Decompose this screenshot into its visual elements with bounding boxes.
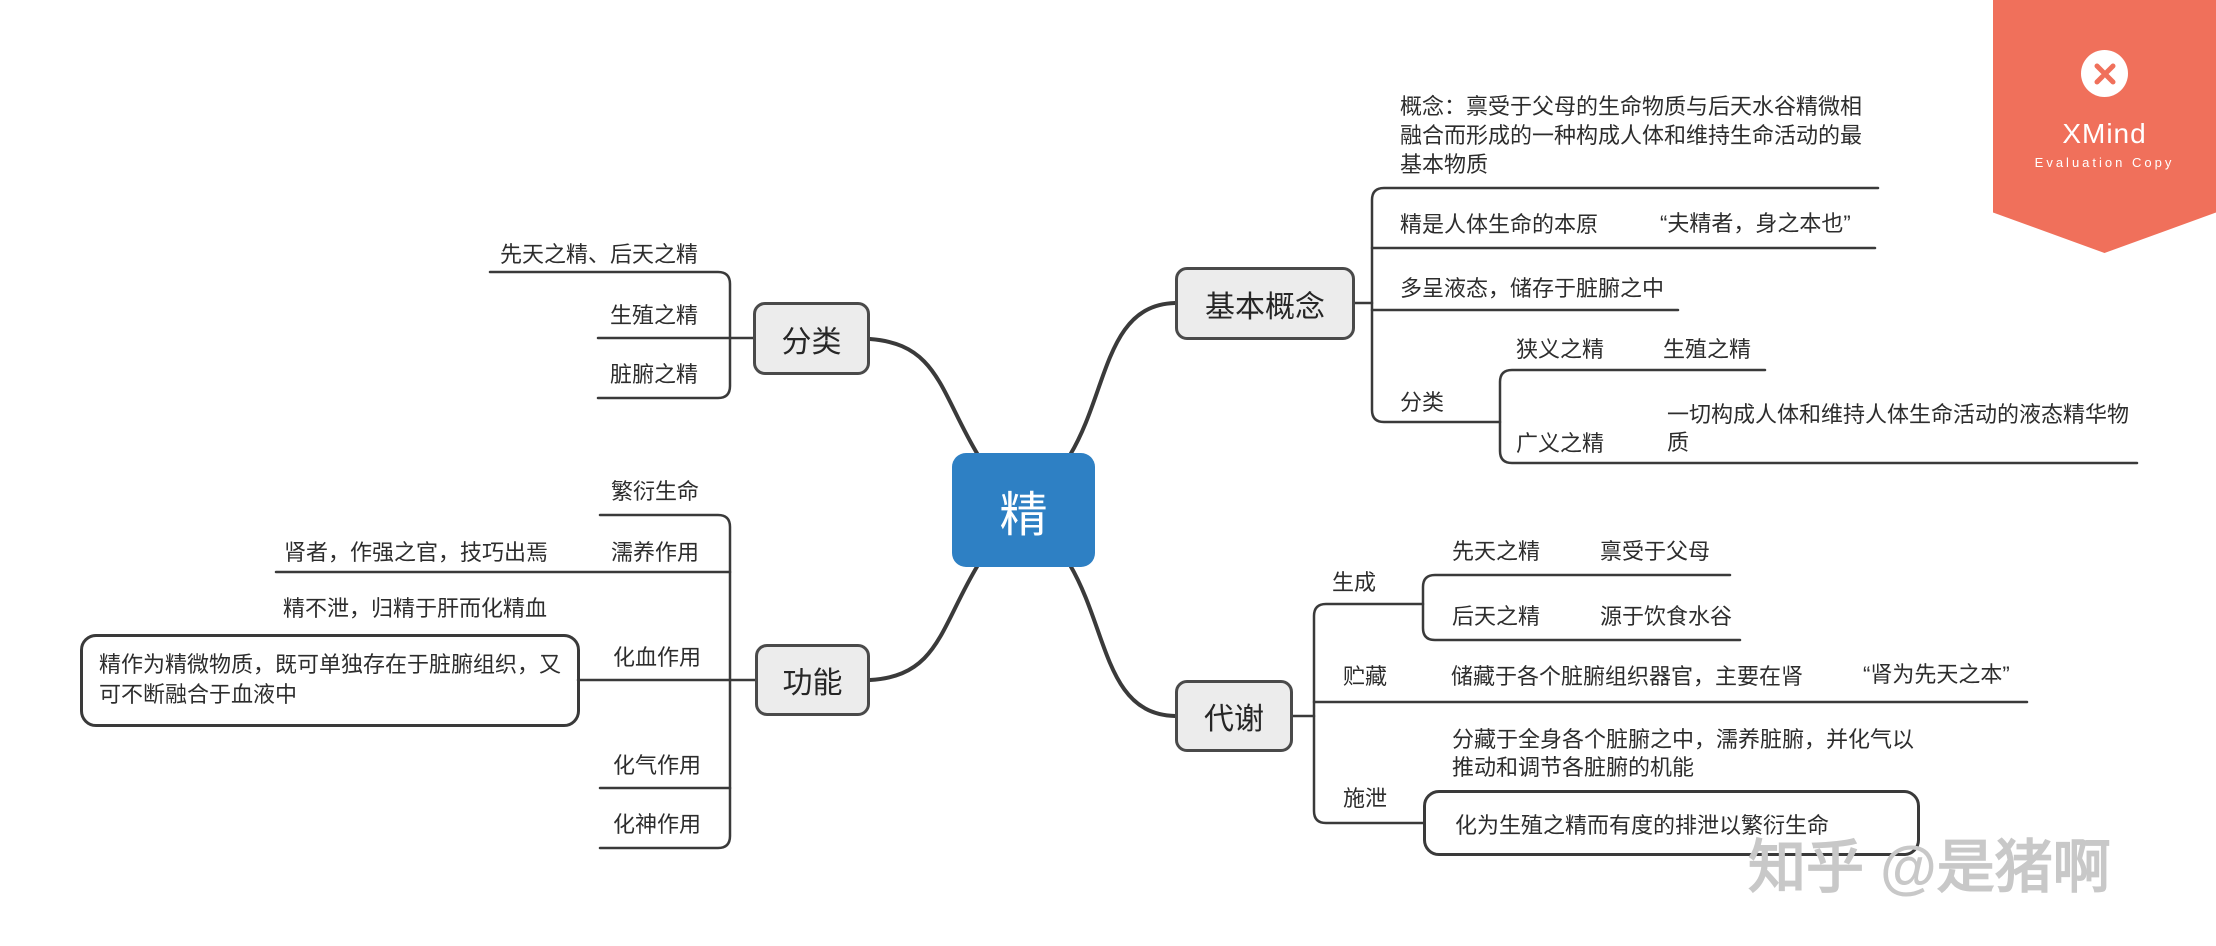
topic-excretion[interactable]: 施泄 (1343, 786, 1388, 811)
topic-generation[interactable]: 生成 (1332, 570, 1377, 595)
topic-innate-acquired-essence[interactable]: 先天之精、后天之精 (500, 242, 699, 267)
note-excretion-line2: 推动和调节各脏腑的机能 (1452, 755, 1695, 780)
xmind-logo-icon (2081, 50, 2128, 97)
note-essence-subtle-substance-box[interactable]: 精作为精微物质，既可单独存在于脏腑组织，又 可不断融合于血液中 (80, 634, 580, 727)
topic-qi-transform-function[interactable]: 化气作用 (613, 753, 702, 778)
note-line: 精作为精微物质，既可单独存在于脏腑组织，又 (99, 652, 562, 677)
note-line: 可不断融合于血液中 (99, 682, 298, 707)
topic-metabolism[interactable]: 代谢 (1175, 680, 1293, 752)
note-stored-in-organs[interactable]: 储藏于各个脏腑组织器官，主要在肾 (1451, 664, 1804, 689)
topic-reproduce-life[interactable]: 繁衍生命 (611, 479, 700, 504)
topic-broad-essence[interactable]: 广义之精 (1516, 431, 1605, 456)
note-definition-line1[interactable]: 概念：禀受于父母的生命物质与后天水谷精微相 (1400, 94, 1863, 119)
xmind-brand-label: XMind (2062, 118, 2147, 149)
quote-kidney-innate-root[interactable]: “肾为先天之本” (1863, 662, 2010, 687)
zhihu-watermark: 知乎 @是猪啊 (1748, 835, 2111, 900)
topic-blood-transform-function[interactable]: 化血作用 (613, 645, 702, 670)
xmind-evaluation-badge: XMind Evaluation Copy (1993, 0, 2216, 253)
note-excretion-line1[interactable]: 分藏于全身各个脏腑之中，濡养脏腑，并化气以 (1452, 727, 1915, 752)
quote-essence-root-of-body[interactable]: “夫精者，身之本也” (1660, 211, 1851, 236)
note-broad-line1[interactable]: 一切构成人体和维持人体生命活动的液态精华物 (1667, 402, 2130, 427)
note-essence-to-liver-blood[interactable]: 精不泄，归精于肝而化精血 (283, 596, 548, 621)
note-reproductive-excretion-box[interactable]: 化为生殖之精而有度的排泄以繁衍生命 (1423, 790, 1920, 856)
note-definition-line2: 融合而形成的一种构成人体和维持生命活动的最 (1400, 123, 1863, 148)
topic-classification[interactable]: 分类 (753, 302, 870, 375)
topic-concept-classification[interactable]: 分类 (1400, 390, 1445, 415)
root-topic-jing[interactable]: 精 (952, 453, 1095, 567)
note-definition-line3: 基本物质 (1400, 152, 1489, 177)
topic-basic-concept[interactable]: 基本概念 (1175, 267, 1355, 340)
topic-nourishing-function[interactable]: 濡养作用 (611, 540, 700, 565)
note-broad-line2: 质 (1667, 430, 1690, 455)
topic-functions[interactable]: 功能 (755, 644, 870, 716)
topic-innate-essence[interactable]: 先天之精 (1452, 539, 1541, 564)
topic-spirit-transform-function[interactable]: 化神作用 (613, 812, 702, 837)
topic-liquid-state[interactable]: 多呈液态，储存于脏腑之中 (1400, 276, 1665, 301)
topic-storage[interactable]: 贮藏 (1343, 664, 1388, 689)
topic-acquired-essence[interactable]: 后天之精 (1452, 604, 1541, 629)
note-line: 化为生殖之精而有度的排泄以繁衍生命 (1455, 813, 1830, 838)
note-from-food-water[interactable]: 源于饮食水谷 (1600, 604, 1733, 629)
topic-reproductive-essence[interactable]: 生殖之精 (610, 303, 699, 328)
topic-zangfu-essence[interactable]: 脏腑之精 (610, 362, 699, 387)
topic-origin-of-life[interactable]: 精是人体生命的本原 (1400, 212, 1599, 237)
note-from-parents[interactable]: 禀受于父母 (1600, 539, 1711, 564)
note-kidney-official[interactable]: 肾者，作强之官，技巧出焉 (284, 540, 549, 565)
xmind-evaluation-label: Evaluation Copy (2034, 155, 2175, 170)
topic-narrow-essence[interactable]: 狭义之精 (1516, 337, 1605, 362)
note-narrow-reproductive[interactable]: 生殖之精 (1663, 337, 1752, 362)
